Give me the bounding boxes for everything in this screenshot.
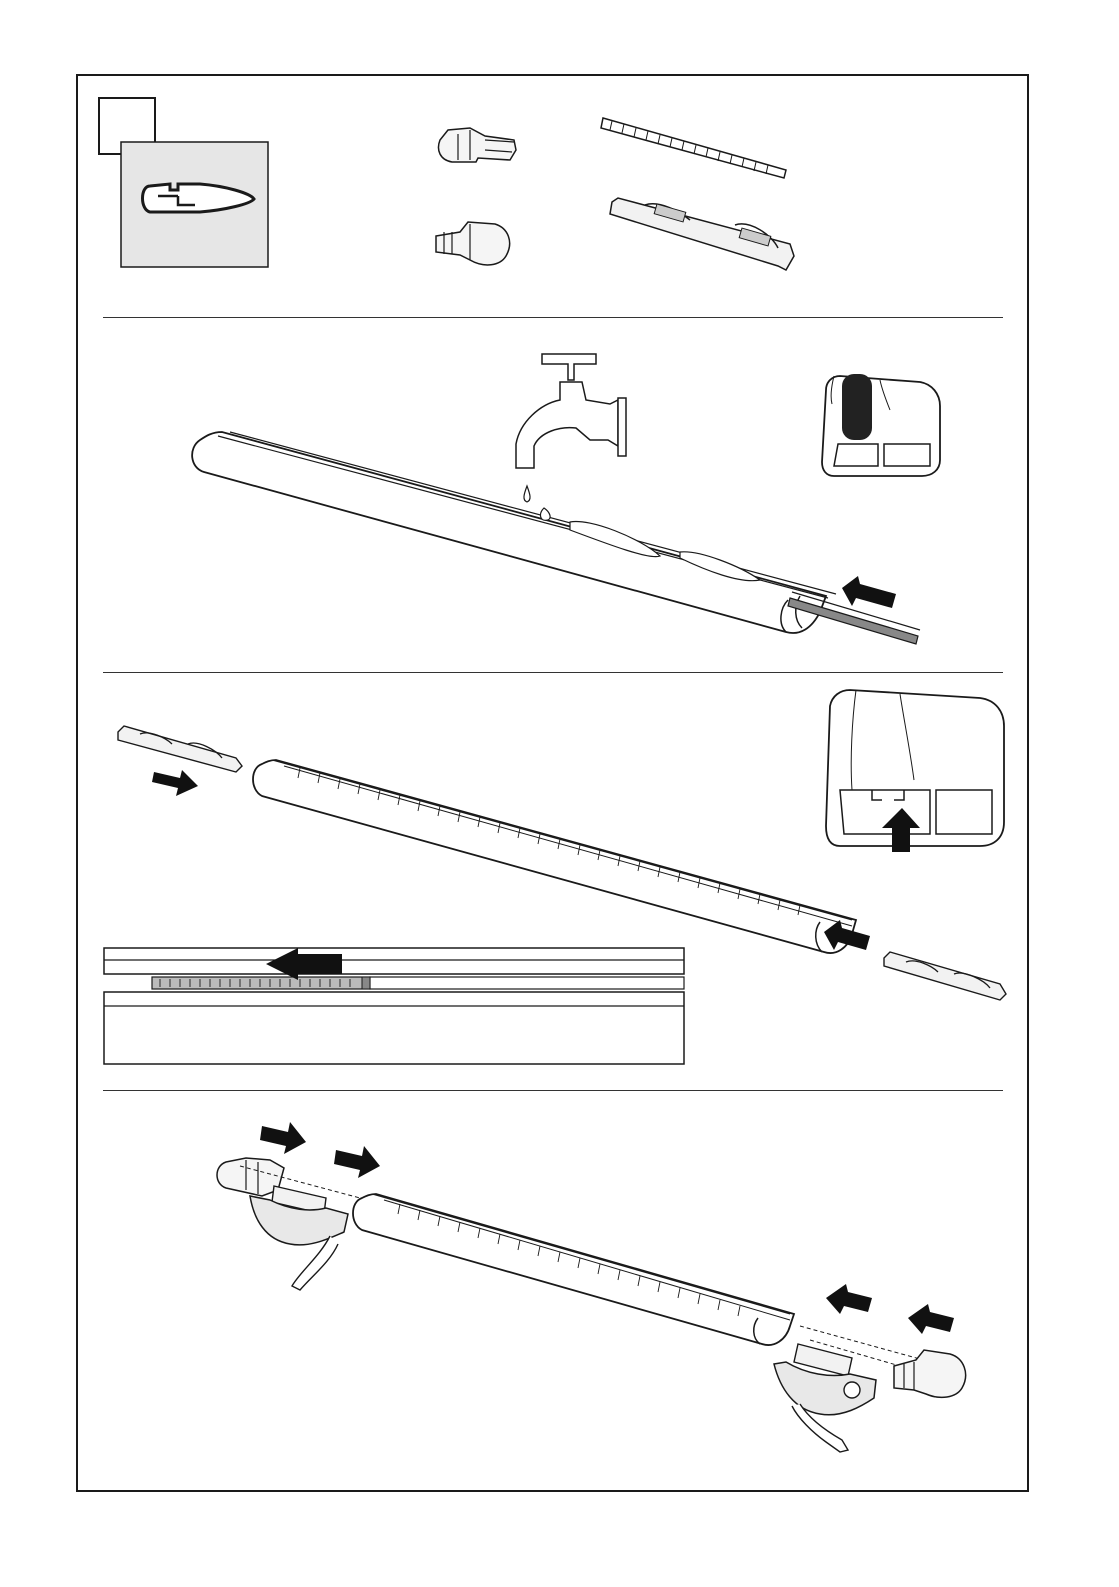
push-right-arrow-icon-2 — [334, 1146, 380, 1178]
push-right-arrow-icon-1 — [260, 1122, 306, 1154]
roof-bar-assembled — [353, 1194, 794, 1345]
foot-left — [250, 1186, 348, 1290]
push-left-arrow-icon-1 — [826, 1284, 872, 1314]
push-left-arrow-icon-2 — [908, 1304, 954, 1334]
foot-right — [774, 1344, 876, 1452]
end-cap-right — [894, 1350, 966, 1397]
